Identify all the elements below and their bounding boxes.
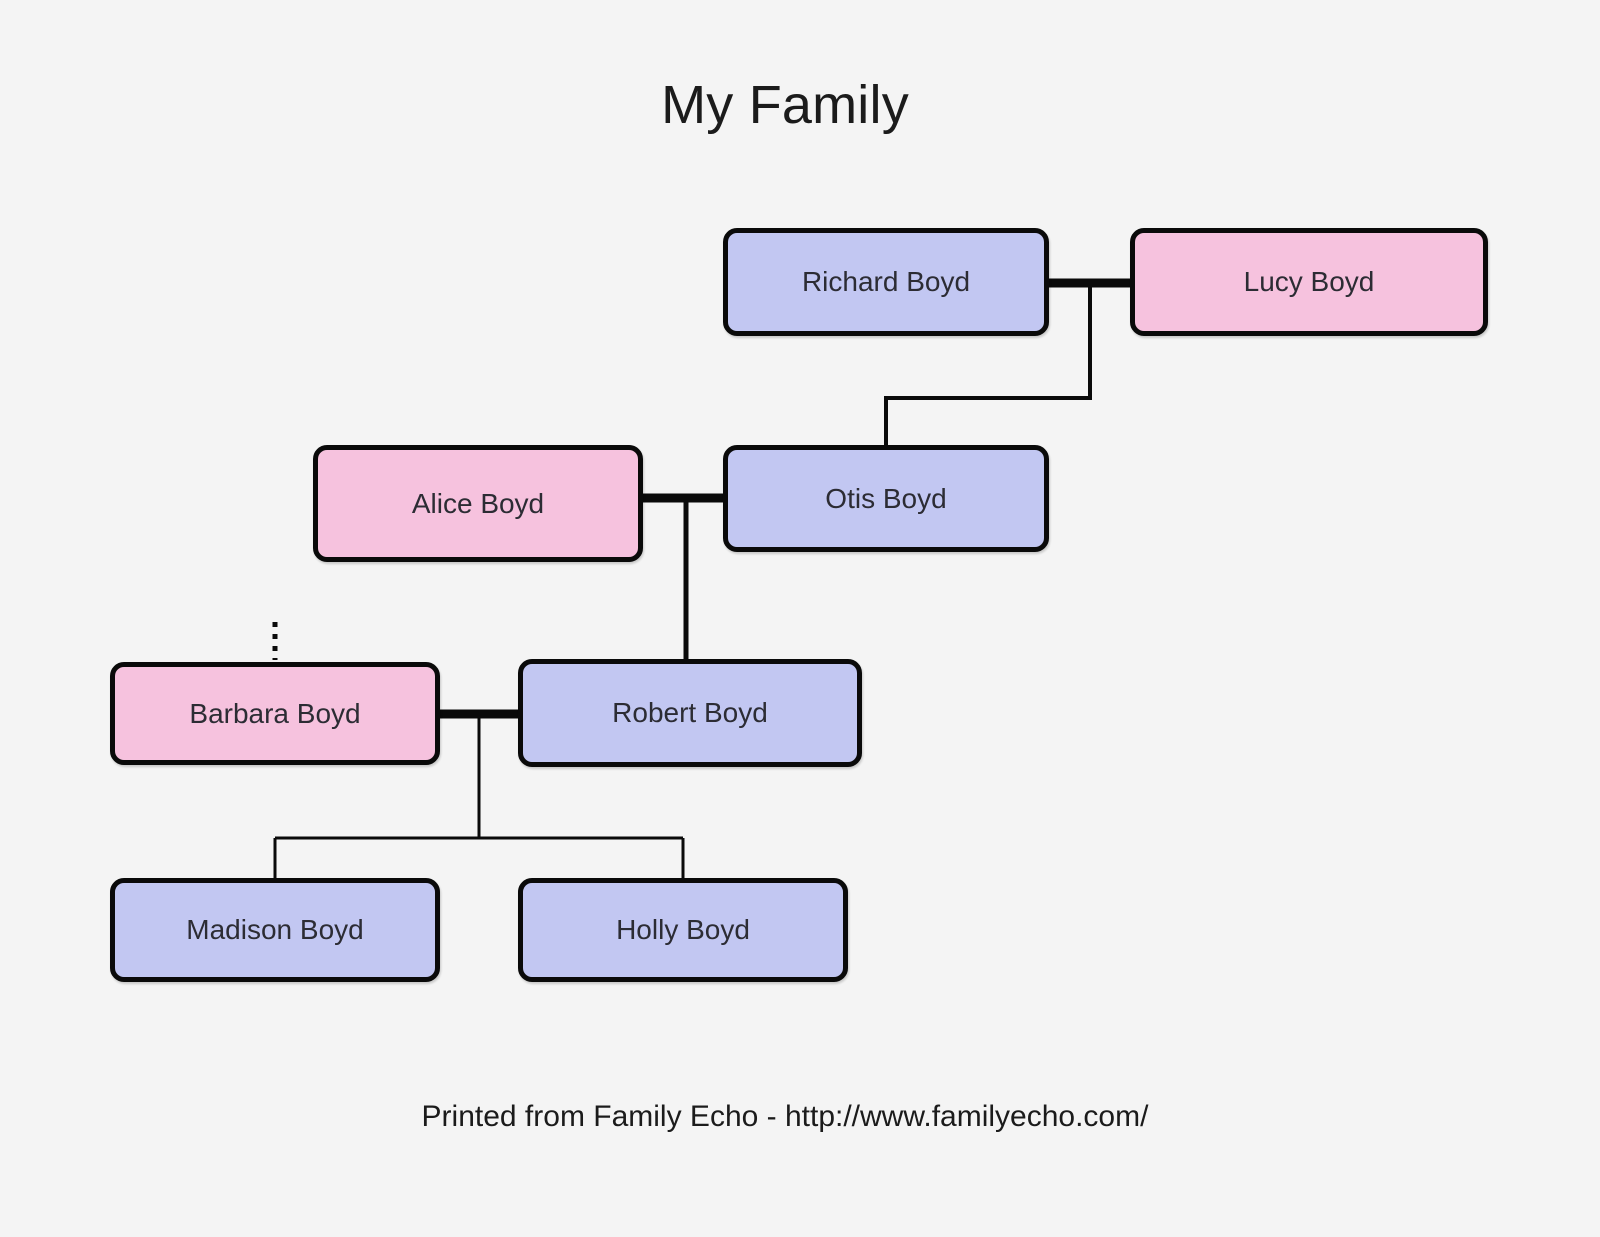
person-node-otis-boyd[interactable]: Otis Boyd [723, 445, 1049, 552]
person-node-robert-boyd[interactable]: Robert Boyd [518, 659, 862, 767]
person-node-barbara-boyd[interactable]: Barbara Boyd [110, 662, 440, 765]
person-name-label: Lucy Boyd [1243, 266, 1375, 297]
person-name-label: Otis Boyd [825, 482, 947, 514]
person-name-label: Barbara Boyd [189, 697, 361, 729]
person-name-label: Holly Boyd [616, 914, 750, 945]
person-name-label: Richard Boyd [801, 266, 971, 297]
person-name-label: Alice Boyd [411, 487, 545, 519]
person-node-richard-boyd[interactable]: Richard Boyd [723, 228, 1049, 336]
person-node-holly-boyd[interactable]: Holly Boyd [518, 878, 848, 982]
person-name-label: Madison Boyd [186, 914, 364, 945]
person-node-lucy-boyd[interactable]: Lucy Boyd [1130, 228, 1488, 336]
person-name-label: Robert Boyd [612, 697, 768, 728]
person-node-madison-boyd[interactable]: Madison Boyd [110, 878, 440, 982]
page-title: My Family [661, 75, 909, 135]
person-node-alice-boyd[interactable]: Alice Boyd [313, 445, 643, 562]
footer-attribution: Printed from Family Echo - http://www.fa… [421, 1100, 1149, 1133]
